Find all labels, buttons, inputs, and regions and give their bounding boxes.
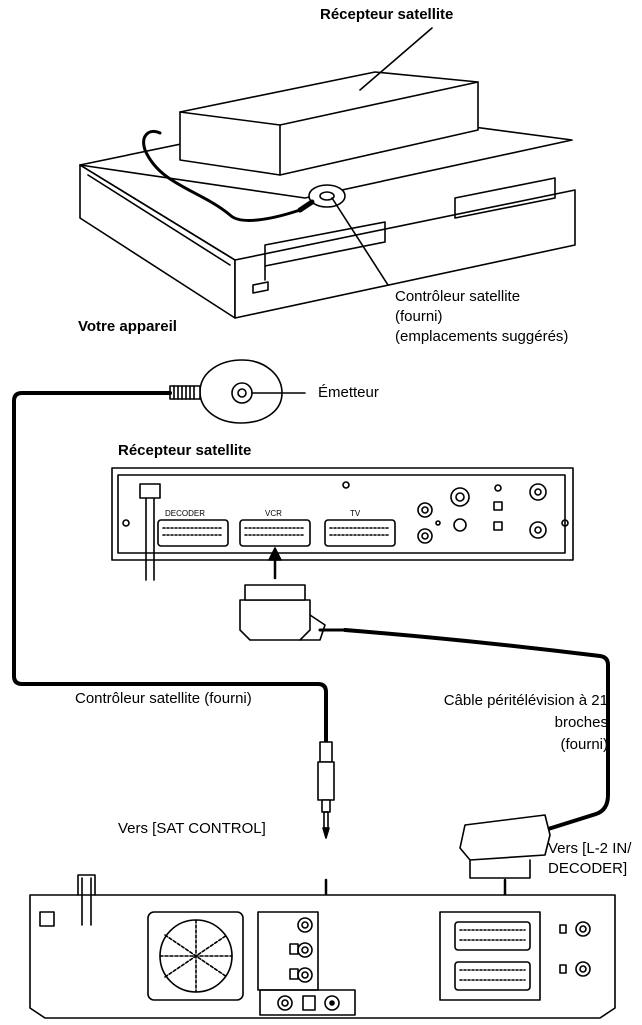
receiver-back-panel (111, 467, 574, 581)
controller-label-line-2: (fourni) (395, 308, 443, 325)
vcr-port-label: VCR (265, 509, 282, 518)
l2-label-line-2: DECODER] (548, 860, 628, 877)
scart-cable-label-line-2: broches (554, 714, 608, 731)
receiver-title-top: Récepteur satellite (320, 6, 454, 23)
scart-plug-receiver (239, 547, 347, 641)
l2-label-line-1: Vers [L-2 IN/ (548, 840, 632, 857)
controller-puck-top (142, 129, 389, 286)
receiver-title-panel: Récepteur satellite (118, 442, 252, 459)
satellite-receiver-box-illustration (179, 27, 479, 176)
scart-cable-label-line-1: Câble péritélévision à 21 (443, 692, 608, 709)
vcr-back-panel (29, 874, 616, 1019)
unit-label: Votre appareil (78, 318, 177, 335)
scart-cable-label-line-3: (fourni) (560, 736, 608, 753)
sat-control-label: Vers [SAT CONTROL] (118, 820, 266, 837)
controller-label-line-3: (emplacements suggérés) (395, 328, 569, 345)
emitter-illustration (169, 359, 306, 424)
emitter-label: Émetteur (318, 384, 379, 401)
decoder-port-label: DECODER (165, 509, 205, 518)
controller-label-line-1: Contrôleur satellite (395, 288, 521, 305)
scart-cable (343, 628, 610, 832)
tv-port-label: TV (350, 509, 361, 518)
controller-cable-label: Contrôleur satellite (fourni) (75, 690, 252, 707)
controller-cable (12, 391, 335, 839)
